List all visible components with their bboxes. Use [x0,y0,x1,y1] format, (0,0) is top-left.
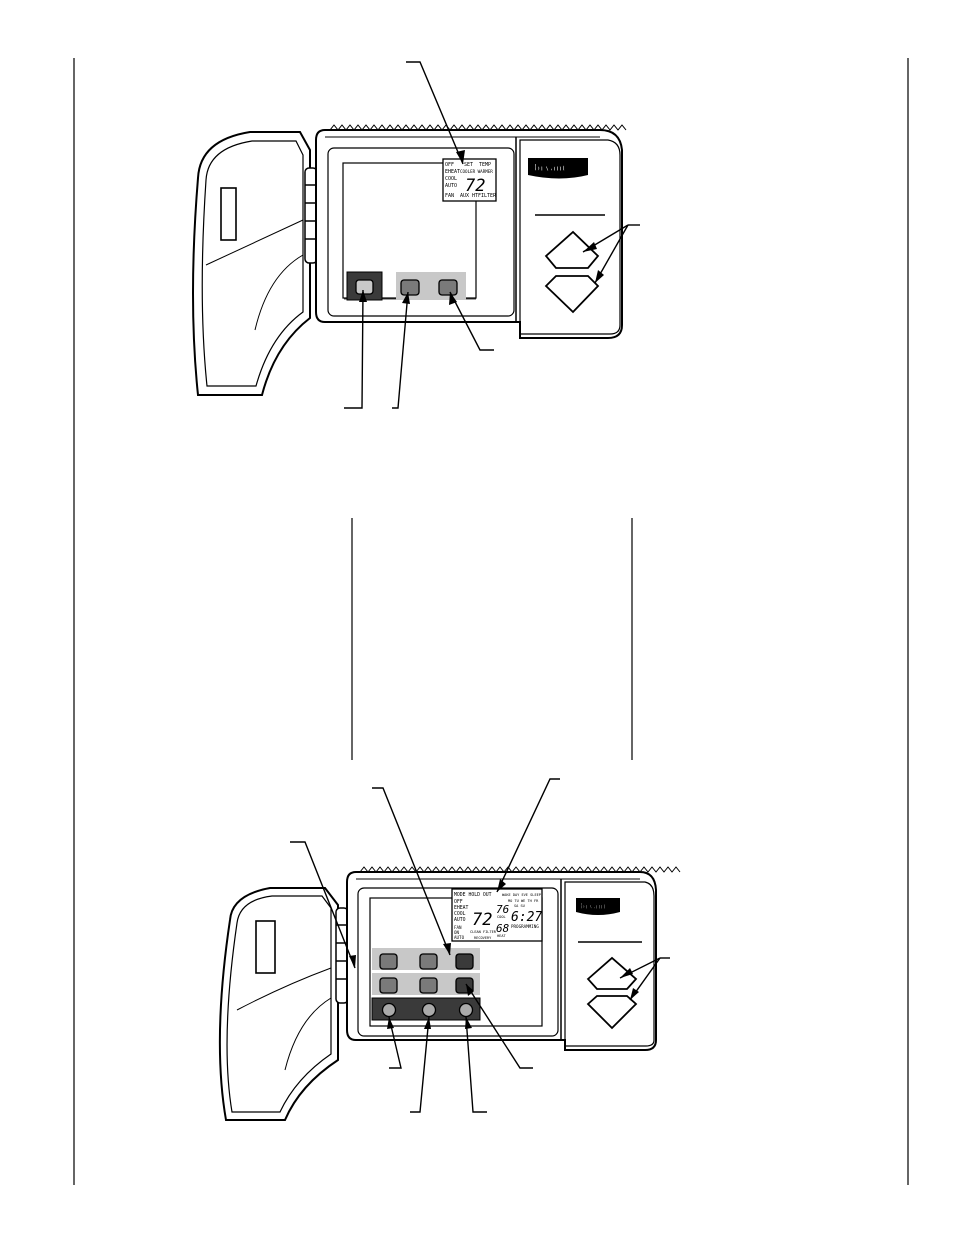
lcd-filter-label: FILTER [478,193,497,199]
lcd-temperature: 72 [465,176,485,196]
lcd-status-label: COOLER WARMER [460,169,493,174]
lcd-temperature: 72 [472,910,492,930]
top-arrowheads [359,150,604,305]
bottom-round-button-2[interactable] [421,1002,437,1018]
lcd-recovery: RECOVERY [474,936,492,940]
lcd-fan-auto: AUTO [454,935,465,940]
top-mode-button[interactable] [355,279,374,295]
lcd-day-header: WAKE DAY EVE SLEEP [502,893,541,897]
lcd-fan-label: FAN [454,925,462,930]
top-brand-logo [528,158,588,179]
lcd-mode-auto: AUTO [454,917,466,923]
bottom-brand-text: bryant [580,901,606,911]
lcd-cool-label: COOL [497,915,506,919]
bottom-thermostat: MODE HOLD OUT WAKE DAY EVE SLEEP MO TU W… [218,778,681,1121]
top-time-button[interactable] [438,279,458,296]
top-thermostat: OFF EHEAT COOL AUTO FAN SET TEMP COOLER … [192,61,640,409]
top-door [192,131,311,396]
lcd-mode-cool: COOL [445,176,457,182]
top-lcd: OFF EHEAT COOL AUTO FAN SET TEMP COOLER … [442,158,497,202]
bottom-side-panel: bryant [564,881,655,1047]
lcd-temp-label: TEMP [479,162,491,168]
bottom-button-row1-1[interactable] [379,953,398,970]
bottom-button-row2-1[interactable] [379,977,398,994]
lcd-set-label: SET [464,162,473,168]
lcd-time: 6:27 [511,910,542,925]
bottom-arrowheads [349,879,639,1029]
lcd-mode-off: OFF [445,162,454,168]
lcd-program-label: PROGRAMMING [511,924,539,929]
bottom-buttons [371,948,481,1021]
bottom-door [218,887,339,1121]
top-side-panel: bryant [519,139,621,335]
bottom-down-arrow-button[interactable] [586,995,638,1030]
lcd-heat-label: HEAT [497,934,506,938]
top-brand-text: bryant [534,162,566,174]
bottom-button-row1-3[interactable] [455,953,474,970]
lcd-mode-fan: FAN [445,193,454,199]
bottom-button-row2-2[interactable] [419,977,438,994]
lcd-mode-eheat: EHEAT [454,905,469,911]
lcd-clean-filter: CLEAN FILTER [470,930,497,934]
lcd-mode-eheat: EHEAT [445,169,460,175]
lcd-mode-auto: AUTO [445,183,457,189]
bottom-button-row1-2[interactable] [419,953,438,970]
bottom-lcd: MODE HOLD OUT WAKE DAY EVE SLEEP MO TU W… [451,888,543,942]
bottom-callouts [290,778,670,1113]
bottom-brand-logo [576,898,620,915]
lcd-fan-on: ON [454,930,460,935]
lcd-days-row2: SA SU [514,904,525,908]
bottom-round-button-1[interactable] [381,1002,397,1018]
top-fan-button[interactable] [400,279,420,296]
lcd-days-row1: MO TU WE TH FR [508,899,539,903]
lcd-aux-label: AUX HT [460,193,478,199]
lcd-mode-cool: COOL [454,911,466,917]
lcd-header: MODE HOLD OUT [454,892,492,898]
top-down-arrow-button[interactable] [544,275,600,314]
lcd-set-heat: 68 [496,922,510,935]
top-up-arrow-button[interactable] [544,230,600,269]
lcd-mode-off: OFF [454,899,463,905]
bottom-up-arrow-button[interactable] [586,956,638,990]
top-callouts [344,61,640,409]
bottom-round-button-3[interactable] [458,1002,474,1018]
lcd-set-cool: 76 [496,903,510,916]
